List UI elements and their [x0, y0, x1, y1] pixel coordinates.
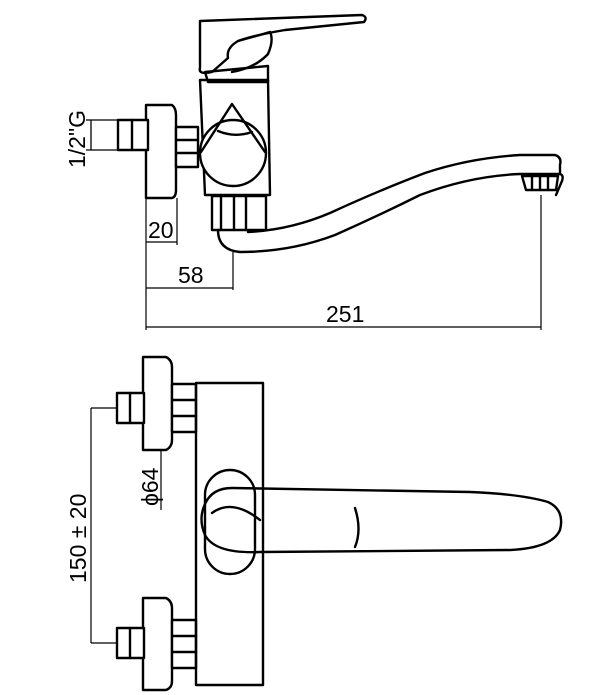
spout [216, 153, 564, 254]
dim-20-label: 20 [148, 217, 174, 243]
top-view: 1/2"G 20 58 251 [64, 13, 564, 330]
mixer-body [198, 78, 272, 232]
bottom-view: ϕ64 150 ± 20 [65, 355, 563, 692]
upper-flange [115, 355, 198, 452]
mixer-body-plan [194, 381, 563, 687]
dim-58-label: 58 [178, 262, 204, 288]
thread-label: 1/2"G [64, 110, 90, 168]
center-distance-label: 150 ± 20 [65, 494, 91, 583]
diameter-label: ϕ64 [137, 467, 163, 506]
lever-handle [198, 13, 367, 84]
top-dimensions [145, 195, 542, 330]
dim-251-label: 251 [326, 301, 364, 327]
bottom-dimensions [90, 407, 162, 644]
wall-flange [116, 103, 200, 200]
lower-flange [115, 596, 198, 692]
